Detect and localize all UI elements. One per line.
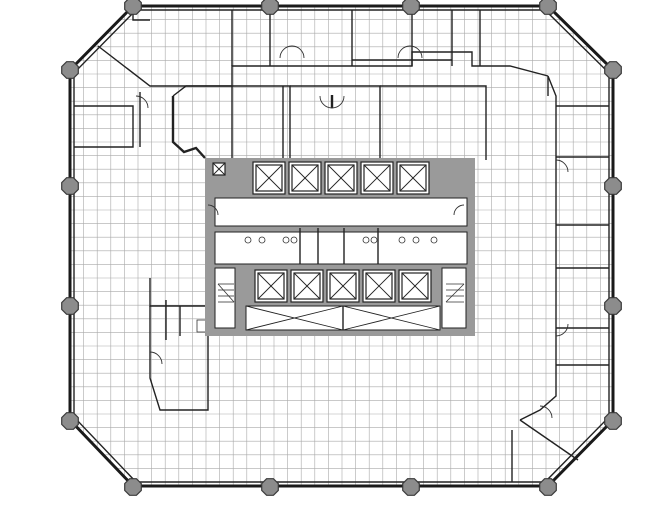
- offices-north: [97, 10, 549, 87]
- column-icon: [402, 478, 420, 496]
- offices-west: [74, 92, 209, 411]
- offices-inner-north: [171, 85, 487, 160]
- elevator-cross: [291, 164, 319, 192]
- column-icon: [604, 61, 622, 79]
- stair-icon: [445, 283, 465, 303]
- restroom-fixture-icon: [244, 236, 252, 244]
- elevator-bank-north: [252, 161, 430, 195]
- restroom-fixtures: [244, 236, 438, 244]
- column-icon: [61, 297, 79, 315]
- column-icon: [604, 177, 622, 195]
- column-icon: [61, 177, 79, 195]
- elevator-cross: [257, 272, 285, 300]
- elevator-cross: [401, 272, 429, 300]
- column-icon: [124, 0, 142, 15]
- elevator-cross: [365, 272, 393, 300]
- offices-east: [511, 75, 609, 482]
- elevator-bank-south: [254, 269, 432, 303]
- column-icon: [539, 478, 557, 496]
- door-swing-icon: [279, 45, 293, 59]
- column-icon: [61, 61, 79, 79]
- door-swings: [135, 45, 569, 419]
- elevator-cross: [363, 164, 391, 192]
- column-icon: [261, 0, 279, 15]
- elevator-cross: [255, 164, 283, 192]
- elevator-cross: [293, 272, 321, 300]
- column-icon: [604, 297, 622, 315]
- elevator-cross: [327, 164, 355, 192]
- elevator-cross: [329, 272, 357, 300]
- building-core: [205, 158, 475, 336]
- column-icon: [402, 0, 420, 15]
- stair-icon: [217, 283, 235, 303]
- stair-west: [217, 283, 235, 303]
- column-icon: [61, 412, 79, 430]
- structural-columns: [61, 0, 622, 496]
- elevator-cross: [399, 164, 427, 192]
- column-icon: [539, 0, 557, 15]
- stair-east: [445, 283, 465, 303]
- column-icon: [261, 478, 279, 496]
- column-icon: [604, 412, 622, 430]
- column-icon: [124, 478, 142, 496]
